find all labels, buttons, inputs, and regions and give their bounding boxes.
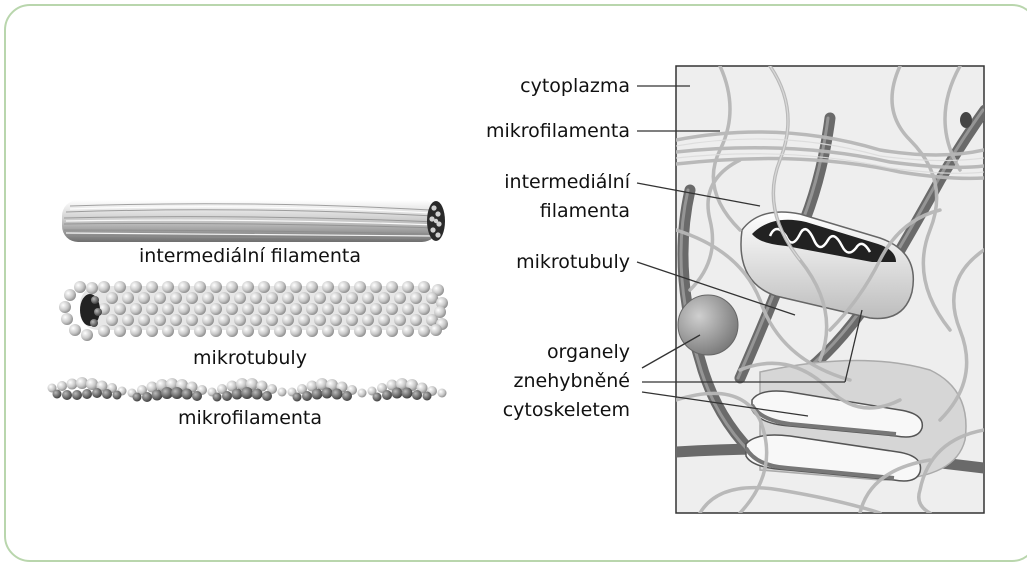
organelles-callout-line1: organely xyxy=(420,340,630,364)
intermediate-filaments-callout-line1: intermediální xyxy=(420,170,630,194)
organelles-callout-line2: znehybněné xyxy=(420,369,630,393)
microfilaments-label: mikrofilamenta xyxy=(150,406,350,430)
intermediate-filament-drawing xyxy=(62,200,445,242)
microfilaments-callout: mikrofilamenta xyxy=(420,119,630,143)
vesicle-organelle xyxy=(678,295,738,355)
intermediate-filaments-label: intermediální filamenta xyxy=(100,244,400,268)
cell-cross-section xyxy=(676,66,985,513)
intermediate-filaments-callout-line2: filamenta xyxy=(420,199,630,223)
organelles-callout-line3: cytoskeletem xyxy=(420,398,630,422)
microtubule-drawing xyxy=(59,281,448,341)
microfilament-drawing xyxy=(48,377,447,402)
cytoplasm-callout: cytoplazma xyxy=(420,74,630,98)
microtubules-callout: mikrotubuly xyxy=(420,250,630,274)
golgi-organelle xyxy=(746,360,966,481)
microtubules-label: mikrotubuly xyxy=(150,346,350,370)
